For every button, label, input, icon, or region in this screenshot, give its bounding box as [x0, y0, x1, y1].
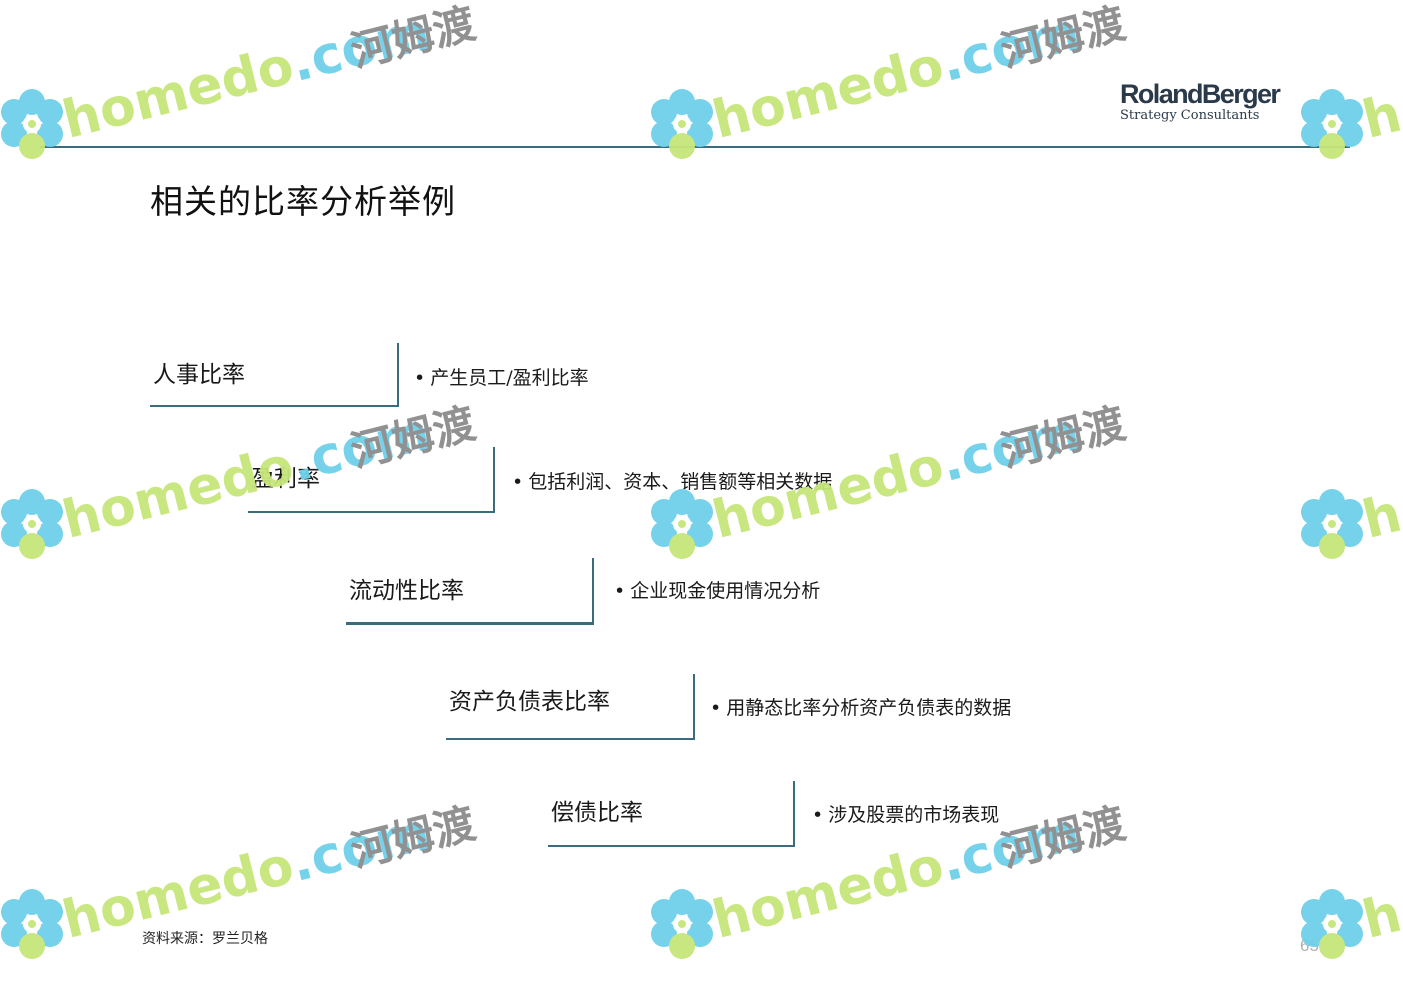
ratio-note: •包括利润、资本、销售额等相关数据	[512, 467, 832, 494]
svg-text:h: h	[1357, 84, 1403, 151]
svg-text:homedo.com: homedo.com	[57, 2, 436, 151]
ratio-note-text: 涉及股票的市场表现	[828, 804, 1000, 826]
roland-berger-logo: RolandBerger Strategy Consultants	[1120, 79, 1281, 124]
svg-text:homedo.com: homedo.com	[707, 2, 1086, 151]
svg-text:河姆渡: 河姆渡	[996, 400, 1130, 476]
homedo-watermark-logo: h	[1301, 84, 1403, 159]
flower-icon	[1301, 89, 1363, 159]
source-note: 资料来源：罗兰贝格	[142, 931, 268, 947]
svg-text:h: h	[1357, 884, 1403, 951]
ratio-label: 资产负债表比率	[449, 689, 610, 715]
ratio-label: 流动性比率	[349, 578, 464, 604]
flower-icon	[1301, 489, 1363, 559]
ratio-note: •产生员工/盈利比率	[414, 363, 589, 390]
bullet-icon: •	[414, 367, 426, 389]
ratio-box	[548, 781, 795, 847]
ratio-label: 偿债比率	[551, 800, 643, 826]
ratio-box	[248, 447, 495, 513]
page-title: 相关的比率分析举例	[150, 182, 456, 221]
ratio-note-text: 用静态比率分析资产负债表的数据	[726, 697, 1012, 719]
ratio-box	[446, 674, 695, 740]
ratio-note: •企业现金使用情况分析	[614, 576, 820, 603]
flower-icon	[651, 489, 713, 559]
flower-icon	[1, 89, 63, 159]
svg-text:h: h	[1357, 484, 1403, 551]
bullet-icon: •	[614, 580, 626, 602]
ratio-box	[150, 343, 399, 407]
header-rule	[40, 146, 1350, 148]
svg-text:河姆渡: 河姆渡	[346, 0, 480, 76]
ratio-label: 盈利率	[251, 466, 320, 492]
bullet-icon: •	[512, 471, 524, 493]
svg-text:河姆渡: 河姆渡	[346, 800, 480, 876]
page-number: 65	[1300, 936, 1319, 955]
ratio-note-text: 企业现金使用情况分析	[630, 580, 821, 602]
homedo-watermark-logo: h	[1301, 484, 1403, 559]
svg-text:河姆渡: 河姆渡	[996, 800, 1130, 876]
homedo-watermark-logo: homedo.com 河姆渡	[1, 0, 480, 159]
ratio-note-text: 产生员工/盈利比率	[430, 367, 589, 389]
logo-brand: RolandBerger	[1120, 79, 1281, 109]
homedo-watermark-logo: homedo.com 河姆渡	[651, 0, 1130, 159]
flower-icon	[1, 889, 63, 959]
flower-icon	[651, 89, 713, 159]
ratio-box	[346, 558, 594, 625]
bullet-icon: •	[710, 697, 722, 719]
ratio-note: •涉及股票的市场表现	[812, 800, 999, 827]
flower-icon	[651, 889, 713, 959]
svg-text:河姆渡: 河姆渡	[996, 0, 1130, 76]
ratio-note-text: 包括利润、资本、销售额等相关数据	[528, 471, 833, 493]
ratio-label: 人事比率	[153, 362, 245, 388]
ratio-note: •用静态比率分析资产负债表的数据	[710, 693, 1011, 720]
flower-icon	[1, 489, 63, 559]
logo-subtitle: Strategy Consultants	[1120, 108, 1260, 123]
bullet-icon: •	[812, 804, 824, 826]
